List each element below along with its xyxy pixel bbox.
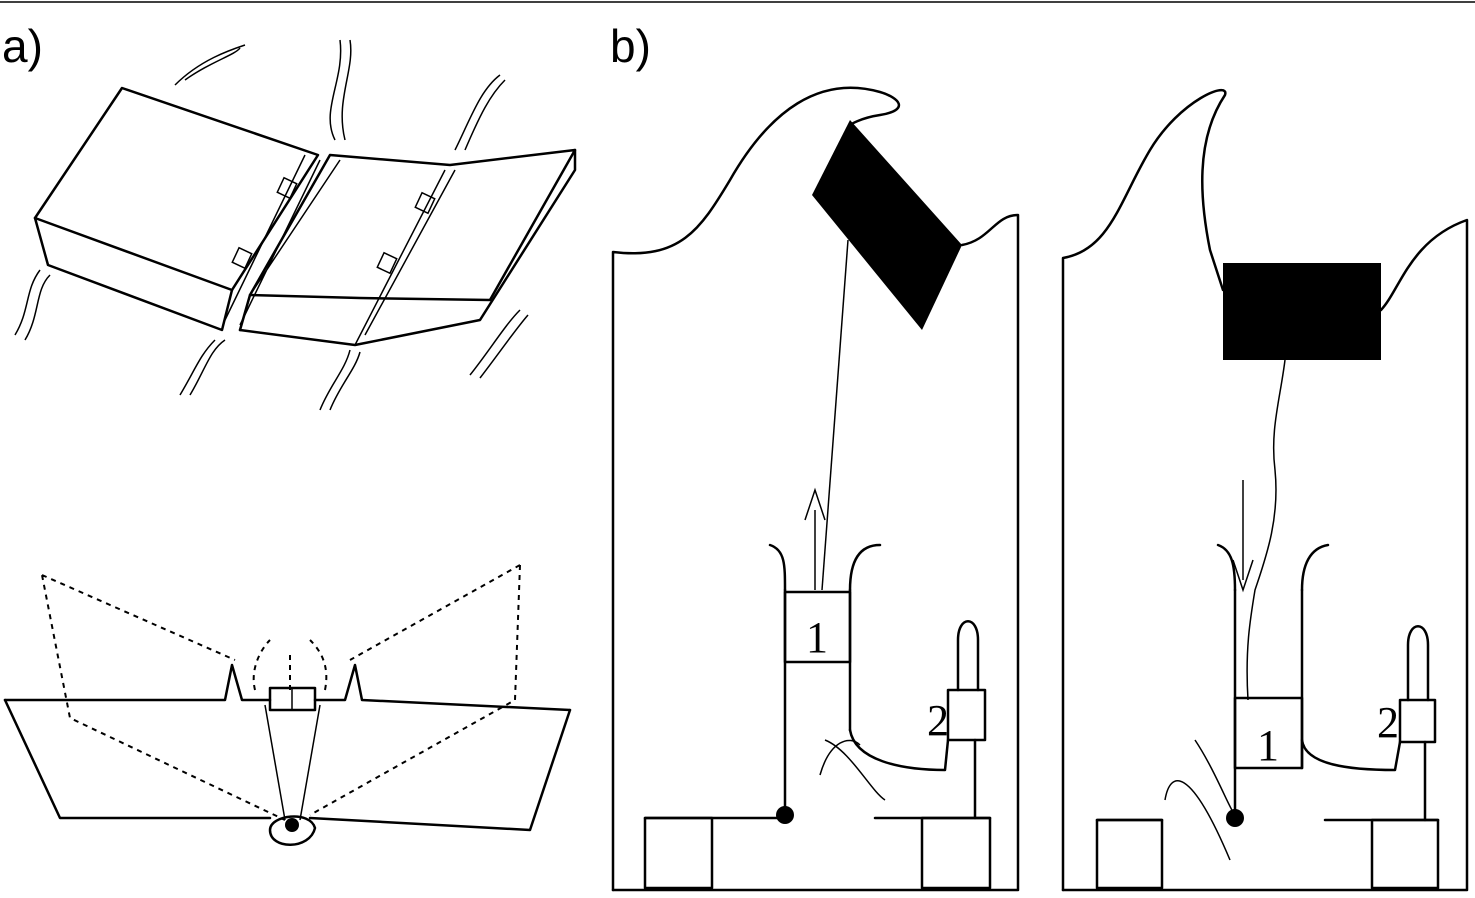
hinge-fold-diagram: [3, 564, 572, 846]
left-mechanism: 1 2: [611, 86, 1020, 892]
panel-a-label: a): [2, 20, 43, 72]
panel-b-label: b): [610, 20, 651, 72]
folded-board-perspective: [14, 39, 577, 411]
part-1-label-right: 1: [1257, 721, 1279, 770]
part-2-label-right: 2: [1377, 698, 1399, 747]
pivot-dot: [285, 818, 299, 832]
part-2-label: 2: [927, 696, 949, 745]
right-mechanism: 1 2: [1061, 88, 1469, 892]
part-1-label: 1: [806, 613, 828, 662]
